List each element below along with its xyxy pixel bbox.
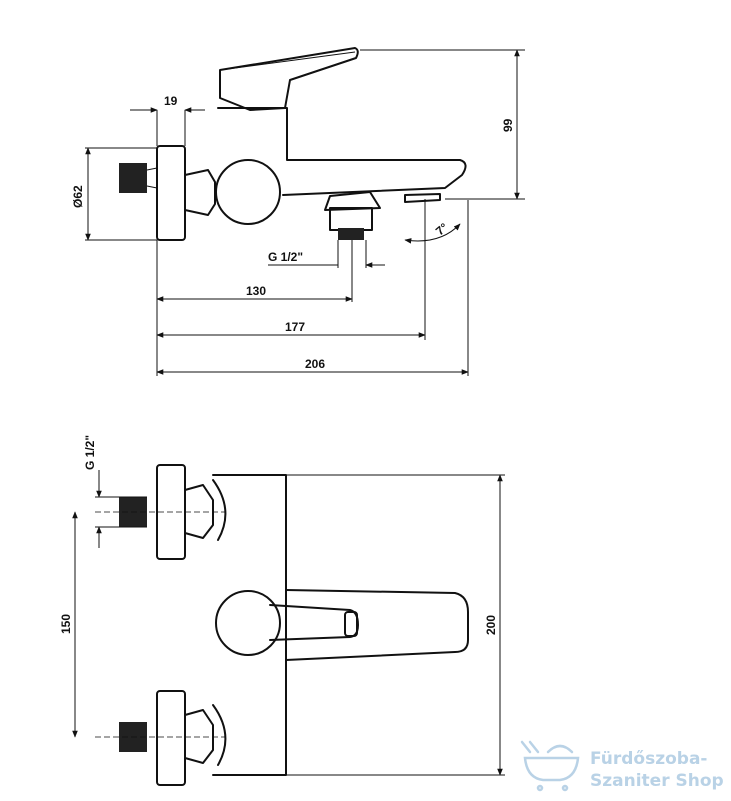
- mixer-body-circle: [215, 159, 281, 225]
- mixer-body: [217, 107, 467, 196]
- wall-flange: [156, 145, 186, 241]
- outlet-thread: [338, 228, 364, 240]
- lower-connector: [212, 704, 227, 766]
- dim-206: 206: [305, 357, 325, 371]
- inlet-thread: [119, 163, 158, 193]
- dim-130: 130: [246, 284, 266, 298]
- lower-flange: [156, 690, 186, 786]
- dim-177: 177: [285, 320, 305, 334]
- aerator: [404, 193, 441, 203]
- hex-nut: [184, 169, 216, 216]
- dim-150: 150: [59, 614, 73, 634]
- side-view: 19 99 Ø62 G 1/2" 7° 130 177 206: [71, 47, 525, 376]
- dim-thread-top: G 1/2": [83, 435, 97, 470]
- dim-thread-side: G 1/2": [268, 250, 303, 264]
- dim-200: 200: [484, 615, 498, 635]
- top-view: G 1/2" 150 200: [59, 435, 505, 786]
- watermark-line2: Szaniter Shop: [590, 771, 724, 791]
- dim-angle: 7°: [433, 220, 451, 238]
- diverter: [324, 191, 381, 211]
- watermark: Fürdőszoba- Szaniter Shop: [520, 740, 724, 792]
- spout-top: [285, 589, 469, 661]
- dim-19: 19: [164, 94, 178, 108]
- mixer-body-top: [212, 474, 287, 776]
- lever-knob: [215, 590, 281, 656]
- dim-99: 99: [501, 118, 515, 132]
- lower-hex-nut: [184, 709, 214, 764]
- bathtub-icon: [520, 740, 580, 792]
- lever-handle: [219, 47, 359, 111]
- upper-hex-nut: [184, 484, 214, 539]
- watermark-line1: Fürdőszoba-: [590, 749, 708, 769]
- upper-connector: [212, 479, 227, 541]
- dim-diameter: Ø62: [71, 185, 85, 208]
